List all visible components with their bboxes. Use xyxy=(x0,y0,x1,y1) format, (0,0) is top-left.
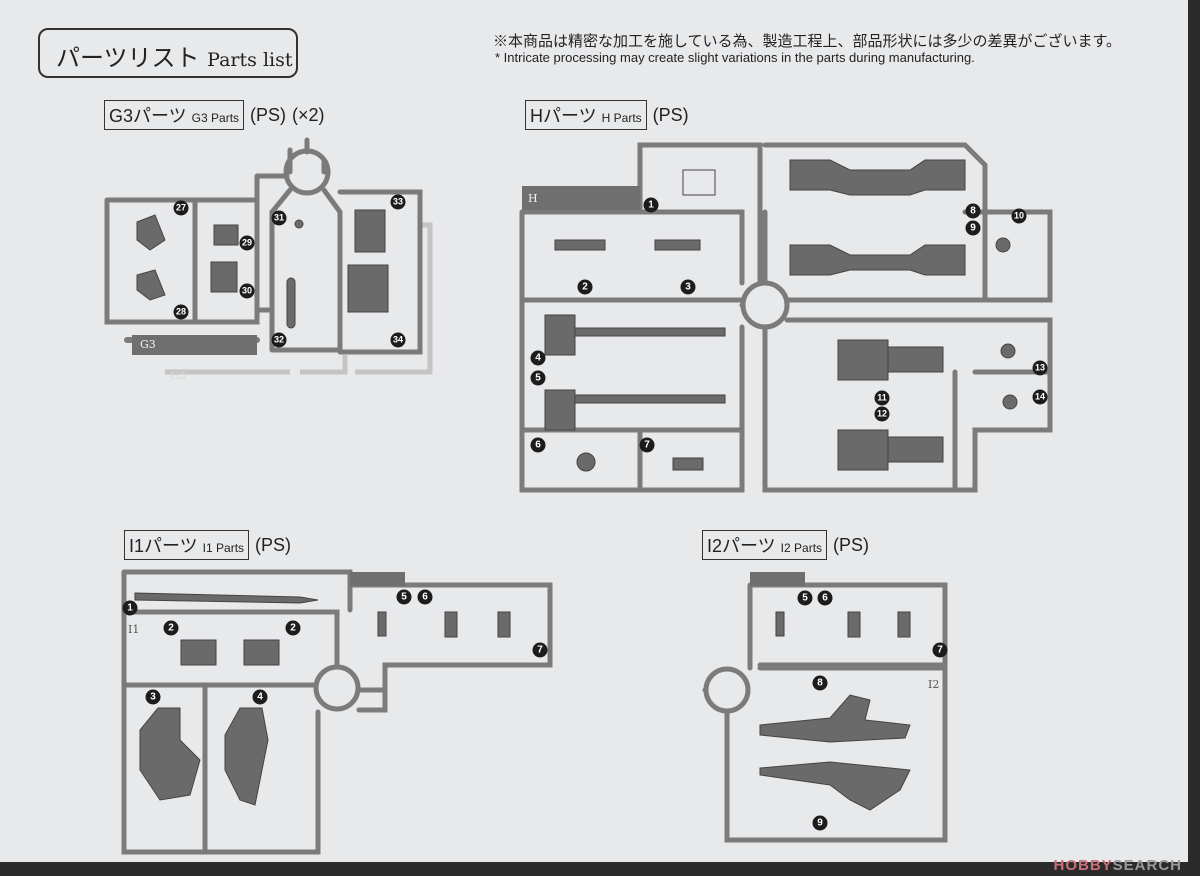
part-number: 8 xyxy=(812,675,828,691)
section-h-heading: Hパーツ H Parts (PS) xyxy=(525,100,689,130)
part-number: 7 xyxy=(639,437,655,453)
g3-qty: (×2) xyxy=(292,104,325,125)
part-number: 2 xyxy=(285,620,301,636)
part-number: 2 xyxy=(577,279,593,295)
h-tag-label: H xyxy=(528,192,538,205)
part-number: 34 xyxy=(390,332,406,348)
g3-en: G3 Parts xyxy=(191,111,240,125)
part-number: 1 xyxy=(122,600,138,616)
part-number: 30 xyxy=(239,283,255,299)
parts xyxy=(134,159,1018,811)
part-number: 3 xyxy=(145,689,161,705)
g3-jp: G3パーツ xyxy=(109,106,187,126)
note-jp: ※本商品は精密な加工を施している為、製造工程上、部品形状には多少の差異がございま… xyxy=(493,33,1122,50)
watermark-brand-a: HOBBY xyxy=(1053,857,1113,874)
part-number: 13 xyxy=(1032,360,1048,376)
g3-tag xyxy=(132,335,257,355)
i1-tag-label: I1 xyxy=(128,623,140,636)
part-number: 2 xyxy=(163,620,179,636)
part-number: 28 xyxy=(173,304,189,320)
g3-ghost-runner xyxy=(165,222,433,375)
hobby-search-watermark: HOBBYSEARCH xyxy=(1053,857,1182,874)
i1-en: I1 Parts xyxy=(202,541,245,555)
h-tag xyxy=(522,186,640,210)
part-number: 33 xyxy=(390,194,406,210)
g3-tag-label: G3 xyxy=(140,338,156,351)
parts-list-page: パーツリスト Parts list ※本商品は精密な加工を施している為、製造工程… xyxy=(0,0,1188,862)
part-number: 7 xyxy=(932,642,948,658)
part-number: 32 xyxy=(271,332,287,348)
i1-jp: I1パーツ xyxy=(129,536,198,556)
i2-material: (PS) xyxy=(833,534,870,555)
h-jp: Hパーツ xyxy=(530,106,597,126)
part-number: 6 xyxy=(817,590,833,606)
h-material: (PS) xyxy=(652,104,689,125)
g3-ghost-tag-label: G3 xyxy=(170,369,186,382)
part-number: 4 xyxy=(530,350,546,366)
i2-jp: I2パーツ xyxy=(707,536,776,556)
part-number: 5 xyxy=(396,589,412,605)
title-en: Parts list xyxy=(207,49,293,71)
h-en: H Parts xyxy=(601,111,642,125)
i1-material: (PS) xyxy=(255,534,292,555)
part-number: 1 xyxy=(643,197,659,213)
part-number: 29 xyxy=(239,235,255,251)
part-number: 4 xyxy=(252,689,268,705)
part-number: 9 xyxy=(965,220,981,236)
part-number: 9 xyxy=(812,815,828,831)
part-number: 5 xyxy=(530,370,546,386)
part-number: 5 xyxy=(797,590,813,606)
parts-list-title: パーツリスト Parts list xyxy=(38,28,298,78)
note-en: * Intricate processing may create slight… xyxy=(495,50,975,65)
runner-diagrams xyxy=(104,137,1053,855)
i1-runner xyxy=(121,569,553,855)
part-number: 3 xyxy=(680,279,696,295)
g3-material: (PS) xyxy=(250,104,287,125)
part-number: 12 xyxy=(874,406,890,422)
part-number: 6 xyxy=(530,437,546,453)
part-number: 14 xyxy=(1032,389,1048,405)
part-number: 7 xyxy=(532,642,548,658)
section-i2-heading: I2パーツ I2 Parts (PS) xyxy=(702,530,869,560)
part-number: 27 xyxy=(173,200,189,216)
watermark-brand-b: SEARCH xyxy=(1112,857,1182,874)
section-g3-heading: G3パーツ G3 Parts (PS) (×2) xyxy=(104,100,325,130)
part-number: 8 xyxy=(965,203,981,219)
part-number: 6 xyxy=(417,589,433,605)
part-number: 11 xyxy=(874,390,890,406)
title-jp: パーツリスト xyxy=(56,44,200,72)
part-number: 31 xyxy=(271,210,287,226)
i2-runner xyxy=(702,582,948,843)
i2-en: I2 Parts xyxy=(780,541,823,555)
section-i1-heading: I1パーツ I1 Parts (PS) xyxy=(124,530,291,560)
i2-tag-label: I2 xyxy=(928,678,940,691)
part-number: 10 xyxy=(1011,208,1027,224)
h-runner xyxy=(519,142,1053,493)
